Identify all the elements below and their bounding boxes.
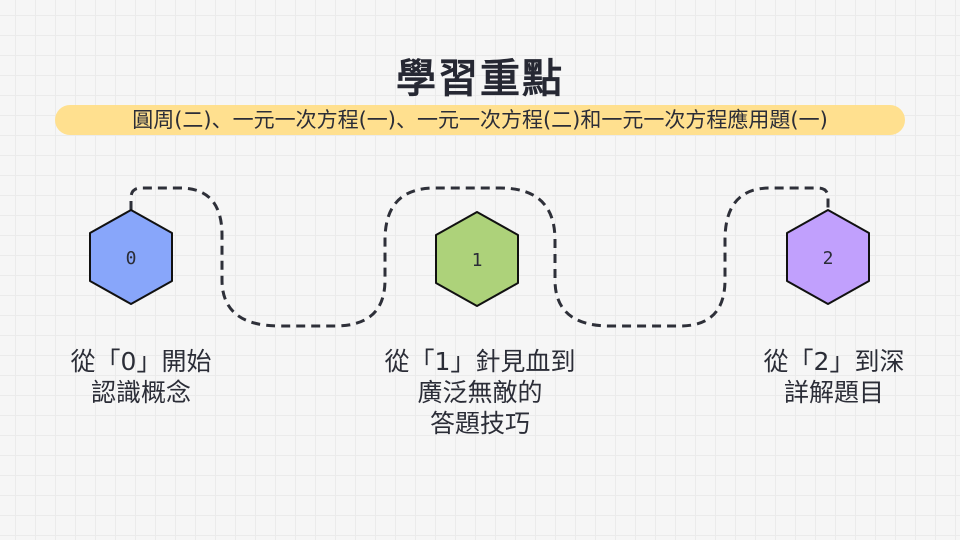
label-line: 從「0」開始 (70, 347, 212, 376)
step-0-number: 0 (126, 248, 137, 269)
label-line: 答題技巧 (429, 409, 530, 438)
label-line: 從「1」針見血到 (384, 347, 576, 376)
dashed-connector-path (129, 186, 830, 328)
step-0-label: 從「0」開始 認識概念 (21, 346, 261, 408)
label-line: 廣泛無敵的 (417, 378, 543, 407)
label-line: 從「2」到深 (763, 347, 905, 376)
step-2-label: 從「2」到深 詳解題目 (714, 346, 954, 408)
page-title: 學習重點 (396, 56, 564, 102)
step-2-hexagon: 2 (786, 209, 870, 305)
subtitle-banner: 圓周(二)、一元一次方程(一)、一元一次方程(二)和一元一次方程應用題(一) (55, 105, 905, 135)
step-1-label: 從「1」針見血到 廣泛無敵的 答題技巧 (360, 346, 600, 439)
label-line: 詳解題目 (783, 378, 884, 407)
step-1-number: 1 (472, 250, 483, 271)
label-line: 認識概念 (90, 378, 191, 407)
step-2-number: 2 (823, 248, 834, 269)
step-0-hexagon: 0 (89, 209, 173, 305)
step-1-hexagon: 1 (435, 211, 519, 307)
